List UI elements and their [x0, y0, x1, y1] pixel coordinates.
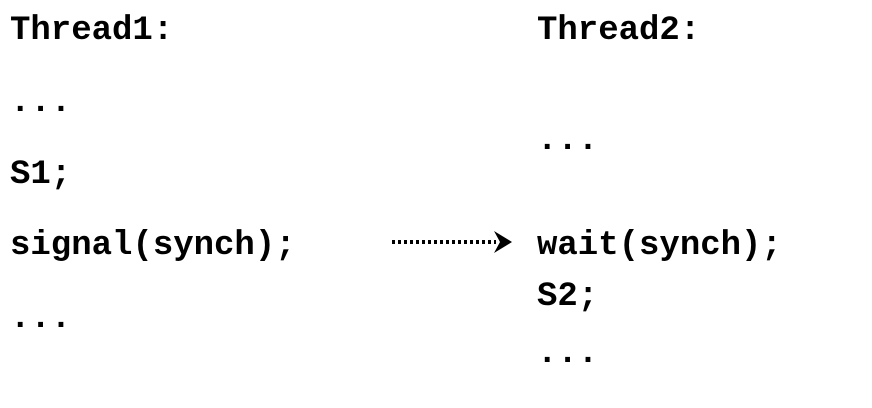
dotted-arrow-icon — [392, 231, 512, 253]
thread1-statement-s1: S1; — [10, 156, 72, 194]
thread2-ellipsis-bottom: ... — [537, 335, 599, 373]
thread2-wait-call: wait(synch); — [537, 227, 782, 265]
thread1-title: Thread1: — [10, 12, 174, 50]
thread2-ellipsis-top: ... — [537, 122, 599, 160]
thread2-statement-s2: S2; — [537, 278, 599, 316]
thread1-ellipsis-bottom: ... — [10, 300, 72, 338]
thread1-ellipsis-top: ... — [10, 84, 72, 122]
thread2-title: Thread2: — [537, 12, 701, 50]
thread1-signal-call: signal(synch); — [10, 227, 296, 265]
